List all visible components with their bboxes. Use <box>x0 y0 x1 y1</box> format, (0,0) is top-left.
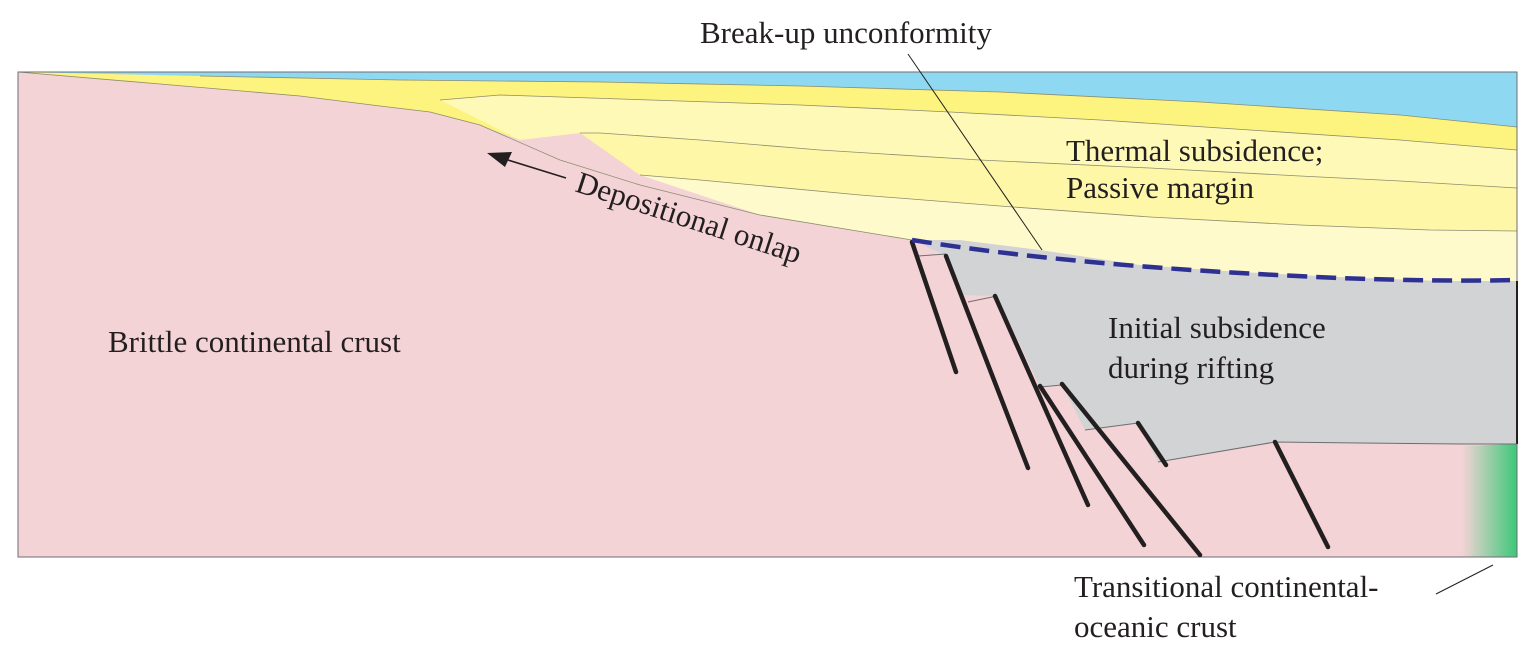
fault-2 <box>943 253 1031 471</box>
during-rifting-label: during rifting <box>1108 350 1274 385</box>
fault-5 <box>1059 381 1203 558</box>
sediment-layer-middle <box>580 133 1517 231</box>
fault-6 <box>1135 420 1169 468</box>
onlap-arrow <box>487 152 567 179</box>
breakup-unconformity-label: Break-up unconformity <box>700 15 992 50</box>
diagram-frame <box>17 71 1518 558</box>
sediment-layer-upper <box>18 72 1517 150</box>
breakup-unconformity-line <box>911 237 1518 283</box>
transitional-leader-line <box>1435 564 1494 595</box>
brittle-continental-crust-label: Brittle continental crust <box>108 324 401 359</box>
thermal-subsidence-label: Thermal subsidence; <box>1066 133 1323 168</box>
passive-margin-label: Passive margin <box>1066 170 1254 205</box>
normal-faults <box>909 239 1331 558</box>
fault-7 <box>1272 439 1331 550</box>
fault-block-tops <box>917 253 1517 463</box>
fault-4 <box>1037 383 1147 548</box>
fault-1 <box>909 239 959 375</box>
initial-subsidence-label: Initial subsidence <box>1108 310 1326 345</box>
rift-basin-fill <box>912 240 1517 462</box>
sediment-layer-onlap <box>440 95 1517 188</box>
transitional-crust-strip <box>1462 444 1517 557</box>
breakup-leader-line <box>907 53 1043 251</box>
fault-3 <box>992 293 1091 508</box>
sediment-layer-lower <box>640 175 1517 281</box>
sea-water <box>18 72 1517 127</box>
transitional-crust-label: Transitional continental- <box>1074 569 1379 604</box>
oceanic-crust-label: oceanic crust <box>1074 609 1237 644</box>
